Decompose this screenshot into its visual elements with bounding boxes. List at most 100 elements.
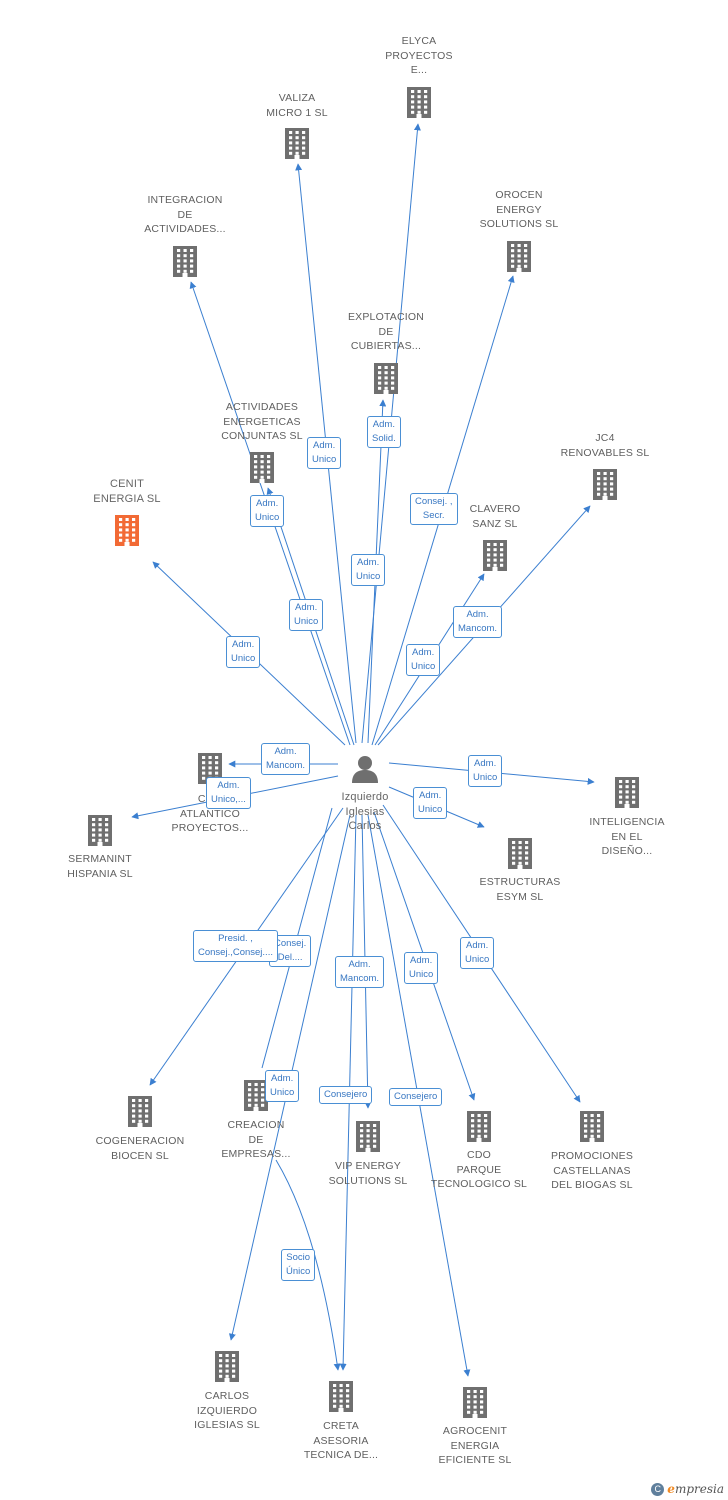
relation-label-r_vip[interactable]: Adm.Mancom. [335, 956, 385, 988]
relation-label-r_elyca[interactable]: Adm.Unico [351, 554, 386, 586]
relation-label-line: Adm. [274, 746, 297, 757]
building-icon[interactable] [589, 467, 621, 501]
building-icon[interactable] [352, 1119, 384, 1153]
relation-label-r_cenit[interactable]: Adm.Unico [226, 636, 261, 668]
company-label-valiza-line: MICRO 1 SL [266, 106, 328, 119]
relation-label-line: Adm. [474, 758, 497, 769]
company-label-cdo-line: TECNOLOGICO SL [430, 1178, 528, 1190]
company-label-jc4-line: JC4 [595, 432, 615, 444]
relation-label-line: Consej.,Consej.... [198, 947, 273, 958]
relation-label-r_ce_atlantico[interactable]: Adm.Mancom. [261, 743, 311, 775]
building-icon[interactable] [370, 361, 402, 395]
company-label-orocen-line: SOLUTIONS SL [479, 218, 559, 230]
company-label-carlos-line: IGLESIAS SL [194, 1419, 260, 1431]
company-label-ce_atlantico-line: ATLANTICO [180, 807, 240, 820]
person-label-line: Izquierdo [341, 791, 389, 803]
building-icon[interactable] [281, 126, 313, 160]
relation-label-r_carlos[interactable]: Adm.Unico [265, 1070, 300, 1102]
building-icon[interactable] [504, 836, 536, 870]
relation-label-line: Adm. [466, 940, 489, 951]
company-label-clavero-line: CLAVERO [469, 503, 521, 515]
company-label-cogeneracion-line: BIOCEN SL [111, 1149, 169, 1162]
relation-label-line: Adm. [256, 498, 279, 509]
company-label-vip-line: VIP ENERGY [335, 1160, 401, 1172]
relation-label-line: Consejero [394, 1091, 438, 1102]
company-label-clavero: CLAVERO SANZ SL [430, 502, 560, 531]
company-label-integracion-line: DE [177, 208, 193, 221]
relation-label-r_agrocenit[interactable]: Consejero [389, 1088, 443, 1106]
relation-label-line: Socio [286, 1252, 311, 1263]
company-label-orocen-line: OROCEN [495, 189, 543, 201]
building-icon[interactable] [111, 513, 143, 547]
company-label-elyca-line: E... [410, 64, 428, 76]
relation-label-r_estructuras[interactable]: Adm.Unico [413, 787, 448, 819]
building-icon[interactable] [611, 775, 643, 809]
relation-label-r_sermanint[interactable]: Adm.Unico,... [206, 777, 251, 809]
building-icon[interactable] [576, 1109, 608, 1143]
relation-label-r_actividades[interactable]: Adm.Unico [250, 495, 285, 527]
building-icon[interactable] [240, 1078, 272, 1112]
relation-label-line: Adm. [217, 780, 240, 791]
relation-label-line: Adm. [295, 602, 318, 613]
relation-label-r_integracion[interactable]: Adm.Unico [289, 599, 324, 631]
building-icon[interactable] [503, 239, 535, 273]
building-icon[interactable] [84, 813, 116, 847]
company-label-actividades-line: CONJUNTAS SL [221, 430, 303, 442]
relation-label-r_inteligencia[interactable]: Adm. Unico [468, 755, 503, 787]
relation-label-r_orocen[interactable]: Consej. ,Secr. [410, 493, 458, 525]
relation-label-r_promociones[interactable]: Adm.Unico [460, 937, 495, 969]
relation-label-r_cogeneracion[interactable]: Presid. ,Consej.,Consej.... [193, 930, 278, 962]
relation-label-r_cdo[interactable]: Adm.Unico [404, 952, 439, 984]
building-icon[interactable] [211, 1349, 243, 1383]
relation-label-line: Consejero [324, 1089, 368, 1100]
relation-label-line: Consej. [274, 938, 307, 949]
building-icon[interactable] [459, 1385, 491, 1419]
relation-label-r_clavero[interactable]: Adm.Unico [406, 644, 441, 676]
person-icon[interactable] [350, 754, 380, 784]
company-label-cenit: CENIT ENERGIA SL [62, 477, 192, 506]
building-icon[interactable] [124, 1094, 156, 1128]
company-label-sermanint-line: HISPANIA SL [67, 867, 133, 880]
company-label-explotacion-line: EXPLOTACION [347, 311, 425, 323]
relation-label-line: Unico [411, 661, 436, 672]
building-icon[interactable] [325, 1379, 357, 1413]
edge-r_creta_b [275, 1159, 341, 1371]
building-icon[interactable] [169, 244, 201, 278]
company-label-integracion-line: INTEGRACION [147, 194, 223, 206]
company-label-actividades-line: ENERGETICAS [223, 415, 301, 428]
building-icon[interactable] [403, 85, 435, 119]
company-label-explotacion-line: CUBIERTAS... [350, 340, 422, 352]
company-label-creta-line: CRETA [323, 1420, 359, 1432]
relation-label-r_creta_a[interactable]: Consejero [319, 1086, 373, 1104]
company-label-clavero-line: SANZ SL [472, 517, 518, 530]
company-label-cenit-line: CENIT [110, 478, 144, 490]
company-label-cenit-line: ENERGIA SL [93, 492, 161, 505]
relation-label-r_jc4[interactable]: Adm.Mancom. [453, 606, 503, 638]
building-icon[interactable] [246, 450, 278, 484]
company-label-creacion-line: CREACION [227, 1119, 285, 1131]
relation-label-r_explotacion[interactable]: Adm.Solid. [367, 416, 401, 448]
relation-label-line: Mancom. [458, 623, 498, 634]
building-icon[interactable] [479, 538, 511, 572]
relation-label-line: Unico [418, 804, 443, 815]
relation-label-line: Adm. [357, 557, 380, 568]
company-label-vip-line: SOLUTIONS SL [328, 1174, 408, 1187]
relation-label-line: Unico [473, 772, 498, 783]
person-label-line: Carlos [348, 820, 382, 832]
relation-label-r_valiza[interactable]: Adm.Unico [307, 437, 342, 469]
company-label-valiza-line: VALIZA [278, 92, 316, 104]
person-label-line: Iglesias [345, 805, 385, 818]
building-icon[interactable] [463, 1109, 495, 1143]
company-label-estructuras-line: ESYM SL [496, 890, 544, 903]
